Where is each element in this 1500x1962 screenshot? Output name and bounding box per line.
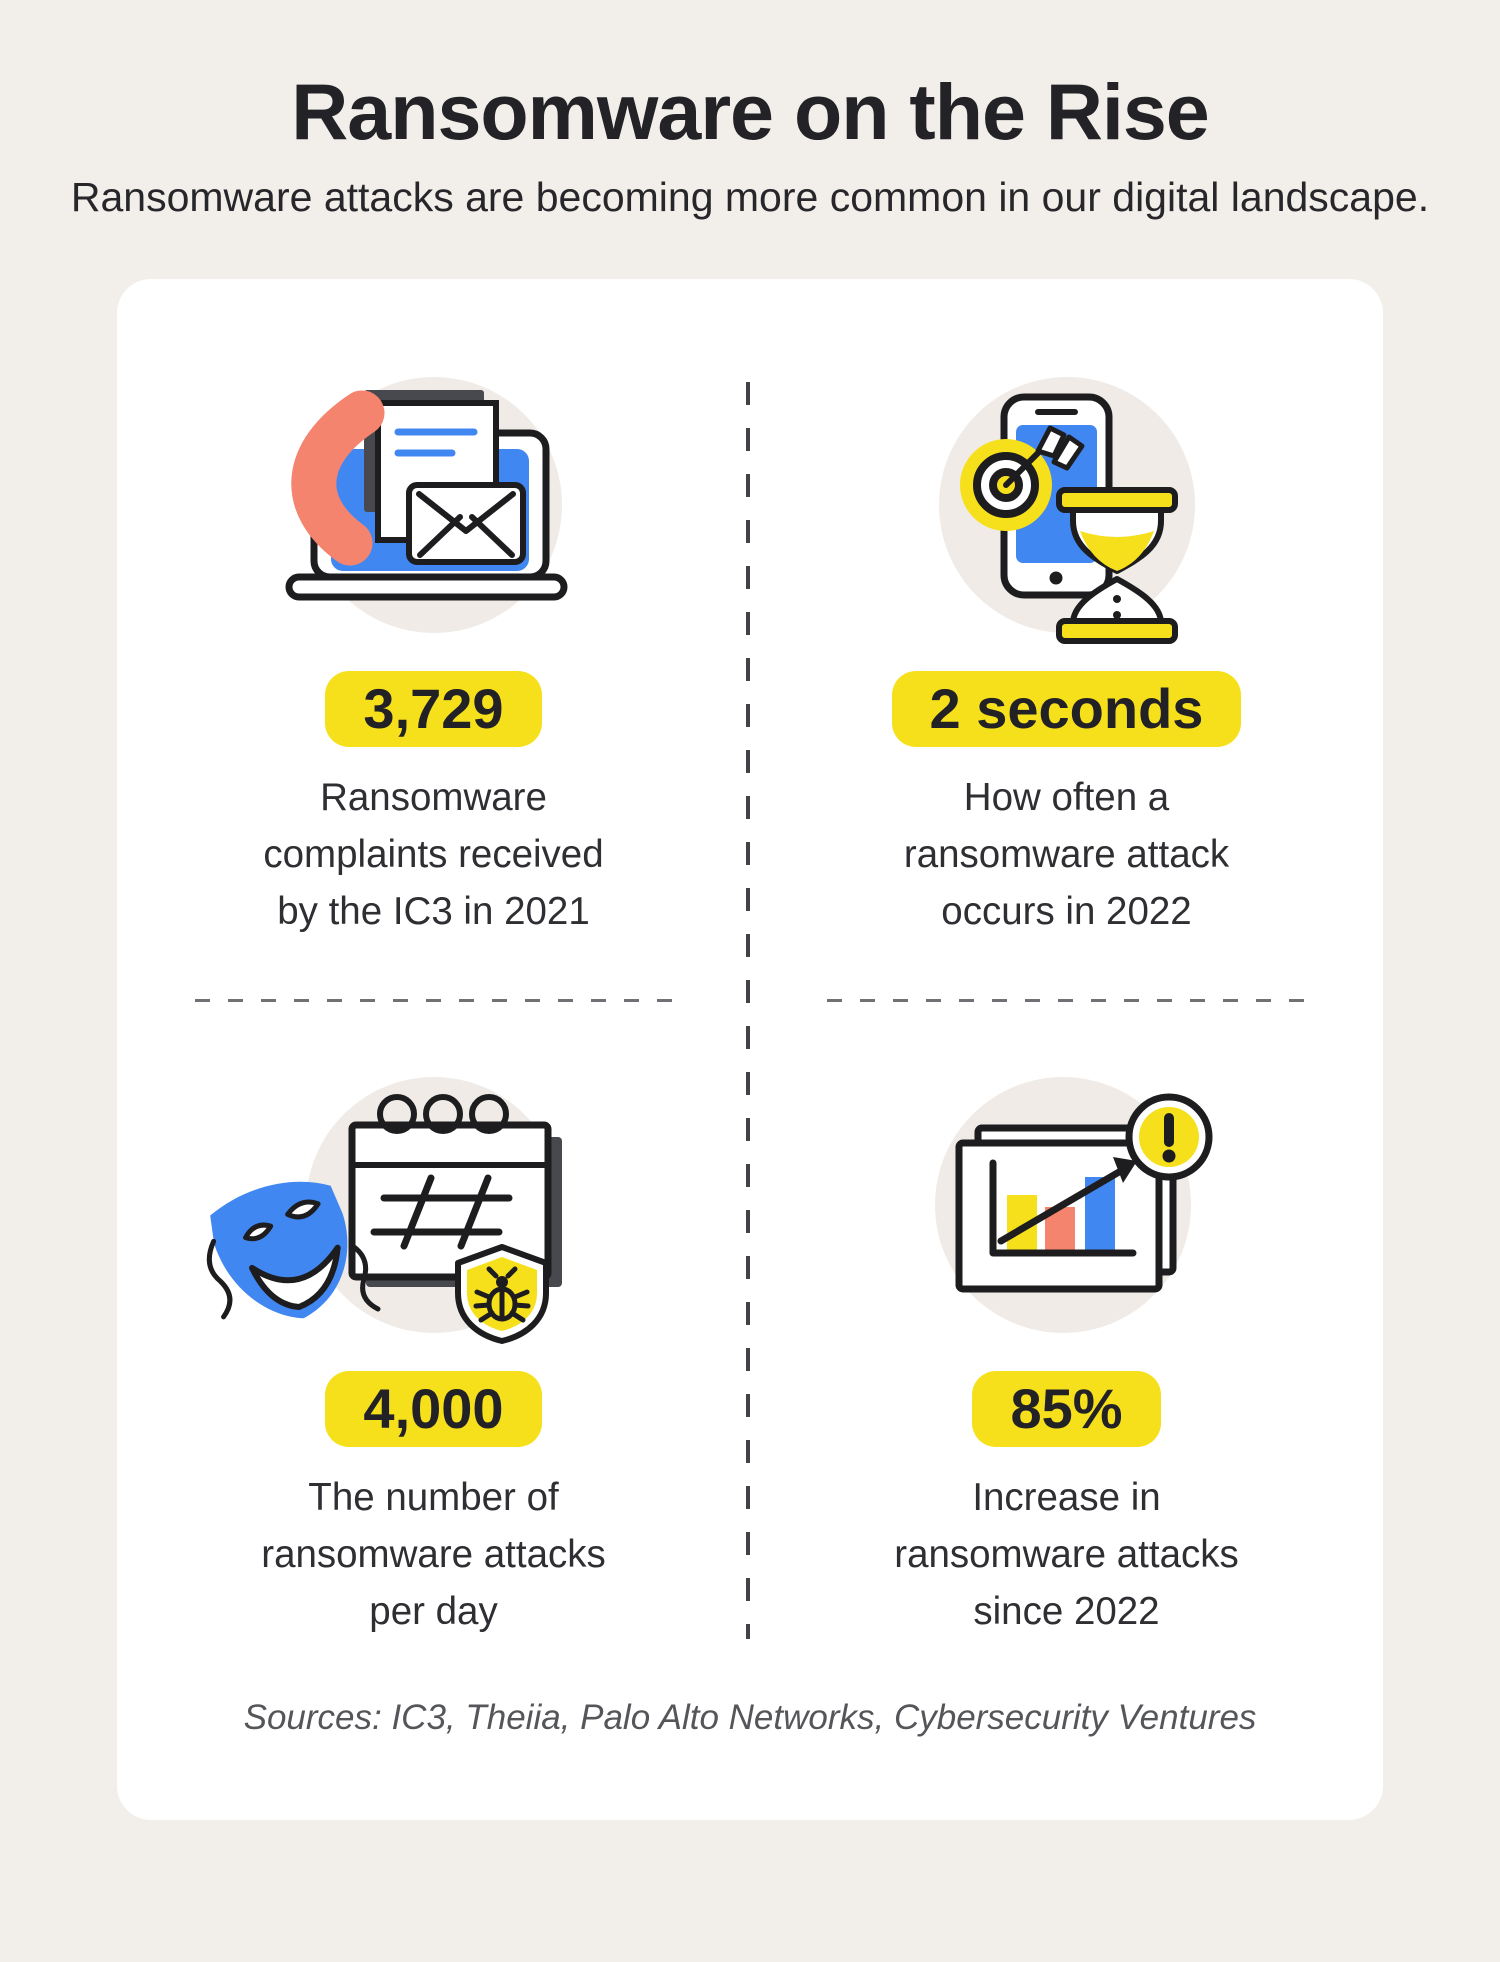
stat-description: Ransomware complaints received by the IC… [263,776,604,933]
stat-description: The number of ransomware attacks per day [261,1476,606,1633]
horizontal-dashed-divider-left [195,999,673,1002]
stat-value-badge: 3,729 [325,671,542,747]
horizontal-dashed-divider-right [827,999,1305,1002]
phone-target-hourglass-icon [938,377,1195,644]
stat-increase-since-2022: 85% Increase in ransomware attacks since… [750,1001,1383,1640]
bar-chart-icon [955,1124,1176,1293]
laptop-phone-email-icon [285,377,567,633]
phone-handset-icon [291,390,384,566]
envelope-icon [405,482,526,565]
mask-icon [206,1181,347,1320]
stat-ic3-complaints: 3,729 Ransomware complaints received by … [117,279,750,1001]
page-title: Ransomware on the Rise [291,67,1209,156]
mask-calendar-shield-icon [206,1077,562,1344]
hourglass-icon [1055,487,1178,644]
stat-value-badge: 2 seconds [891,671,1242,747]
page-subtitle: Ransomware attacks are becoming more com… [70,174,1430,220]
stats-grid: 3,729 Ransomware complaints received by … [117,279,1383,1640]
sources-note: Sources: IC3, Theiia, Palo Alto Networks… [243,1698,1257,1737]
stat-description: How often a ransomware attack occurs in … [903,776,1230,933]
stat-attacks-per-day: 4,000 The number of ransomware attacks p… [117,1001,750,1640]
stat-attack-frequency: 2 seconds How often a ransomware attack … [750,279,1383,1001]
stat-value-badge: 85% [972,1371,1161,1447]
stats-card: 3,729 Ransomware complaints received by … [117,279,1383,1820]
stat-description: Increase in ransomware attacks since 202… [894,1476,1239,1633]
bug-shield-icon [454,1244,549,1344]
stat-value-badge: 4,000 [325,1371,542,1447]
target-icon [959,425,1084,531]
warning-icon [1125,1093,1212,1181]
chart-warning-icon [934,1077,1212,1333]
vertical-dashed-divider [746,382,750,1639]
